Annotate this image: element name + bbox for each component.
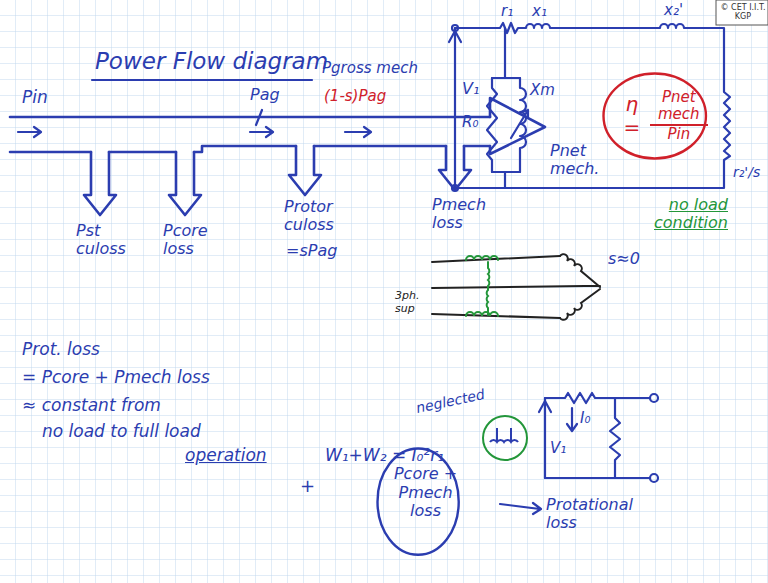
resistance-label: r₁ [501, 3, 513, 20]
formula-text: Pnet mech [650, 89, 708, 126]
reactance-label: x₂' [664, 2, 683, 19]
power-label: Pgross mech [322, 60, 418, 77]
formula: (1-s)Pag [324, 88, 386, 105]
formula: s≈0 [608, 250, 640, 268]
formula: =sPag [286, 242, 337, 260]
reactance-label: Xm [530, 82, 555, 99]
efficiency-formula-ellipse: η =Pnet mechPin [602, 72, 707, 160]
loss-label: Pst culoss [76, 222, 134, 259]
loss-label: Protor culoss [284, 198, 350, 235]
no-load-circuit [539, 393, 658, 482]
power-label: Pnet mech. [550, 142, 605, 179]
note: operation [185, 446, 267, 466]
small-arrows [18, 110, 371, 137]
note: Prot. loss [22, 340, 100, 360]
note: = Pcore + Pmech loss [22, 368, 210, 388]
result-arrow [500, 503, 541, 514]
note: no load to full load [42, 422, 201, 442]
equivalent-circuit [449, 23, 730, 191]
reactance-label: x₁ [532, 3, 547, 20]
slide-title: Power Flow diagram [95, 48, 328, 74]
power-label: Pin [22, 88, 48, 108]
watermark-box [716, 0, 768, 25]
formula-text: η = [620, 93, 644, 139]
machine-symbol [483, 416, 527, 460]
resistance-label: r₂'/s [733, 164, 760, 180]
note: ≈ constant from [22, 396, 161, 416]
resistance-label: R₀ [462, 114, 478, 131]
voltage-label: V₁ [462, 80, 479, 98]
supply-label: 3ph. sup [395, 290, 429, 315]
current-label: I₀ [580, 410, 590, 427]
wattmeter-sketch [432, 254, 600, 320]
formula-text: Pcore + Pmech loss [391, 465, 460, 520]
operator: + [300, 476, 315, 497]
loss-label: Pcore loss [163, 222, 221, 259]
power-label: Pag [250, 86, 280, 104]
loss-label: Pmech loss [432, 196, 494, 233]
watermark: © CET I.I.T. KGP [719, 3, 767, 21]
loss-sum-ellipse: Pcore + Pmech loss [376, 447, 460, 556]
formula-text: Pin [664, 126, 693, 143]
note: Protational loss [546, 496, 658, 533]
note: no load condition [628, 196, 728, 233]
voltage-label: V₁ [550, 440, 566, 457]
title-underline [92, 79, 312, 81]
